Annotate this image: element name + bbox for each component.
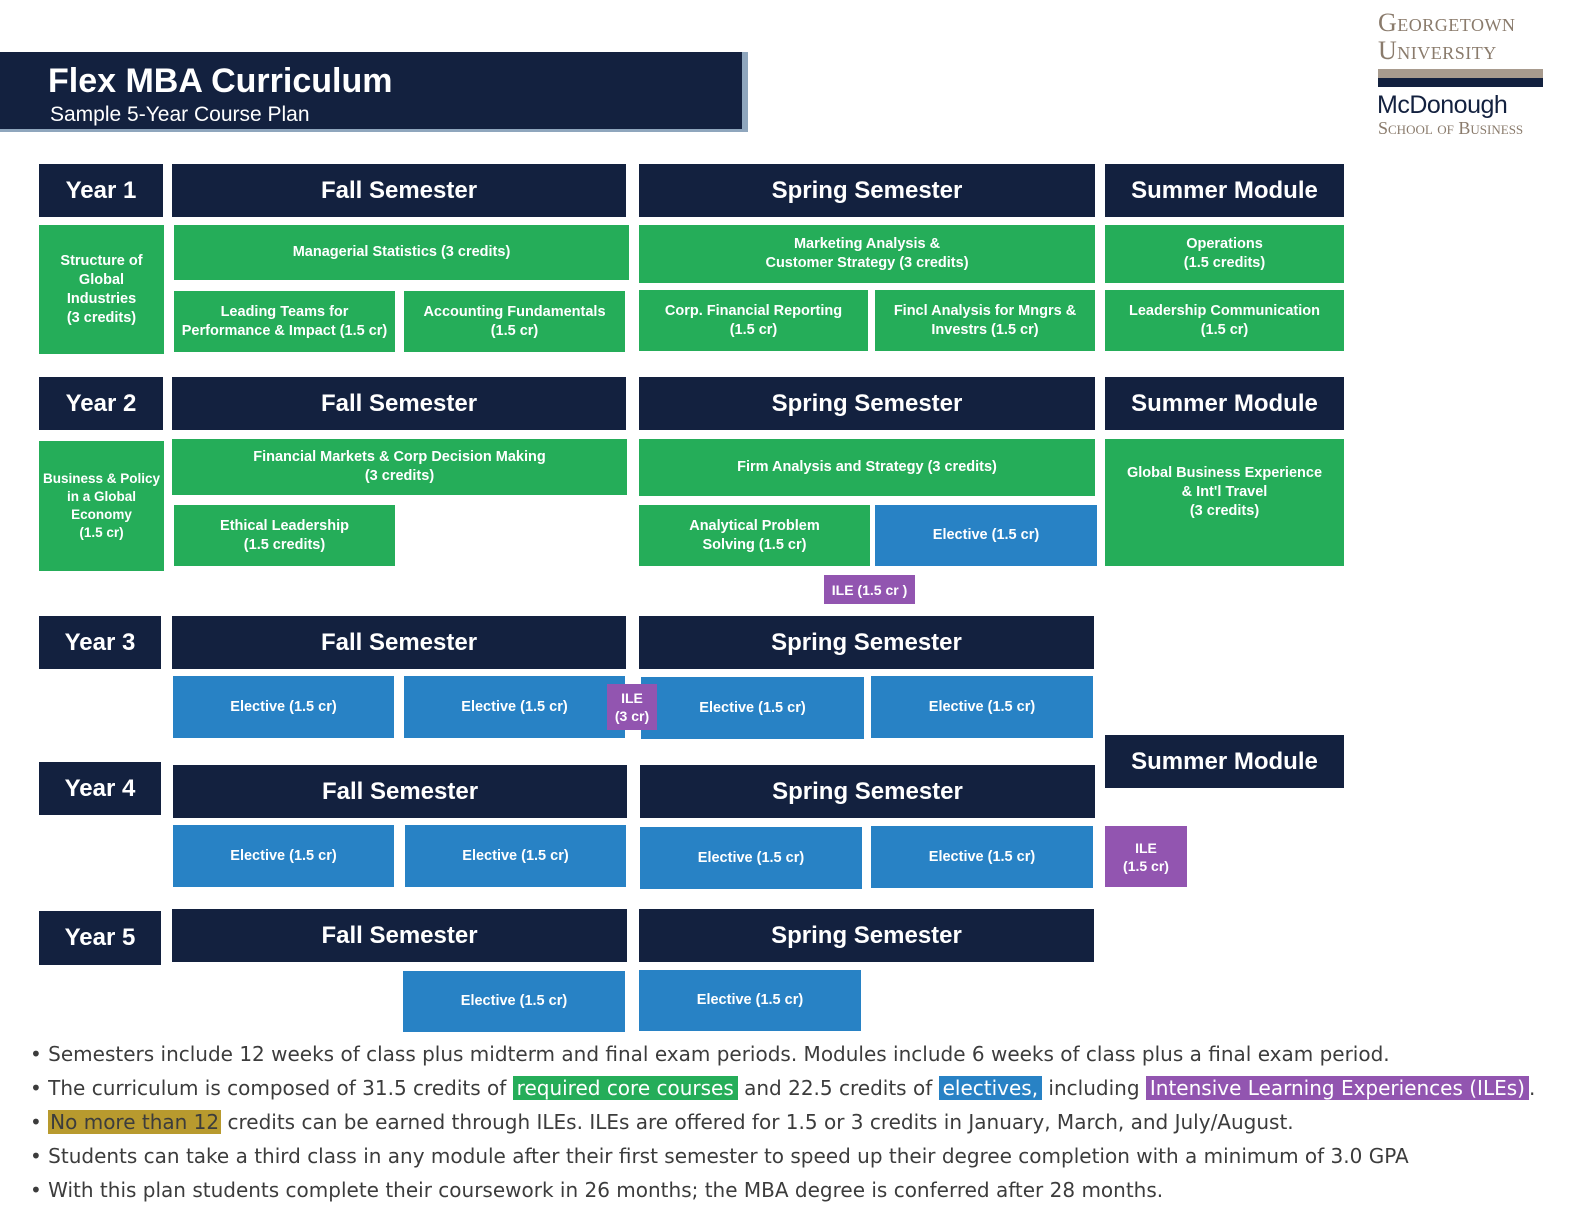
note-item: • The curriculum is composed of 31.5 cre…: [30, 1076, 1536, 1100]
course-structure-global-industries: Structure of Global Industries (3 credit…: [39, 225, 164, 354]
course-firm-analysis: Firm Analysis and Strategy (3 credits): [639, 439, 1095, 496]
course-leadership-communication: Leadership Communication (1.5 cr): [1105, 290, 1344, 351]
course-ile: ILE (1.5 cr ): [824, 575, 915, 604]
note-text: Semesters include 12 weeks of class plus…: [48, 1042, 1390, 1066]
year4-spring-header: Spring Semester: [640, 765, 1095, 818]
notes-list: • Semesters include 12 weeks of class pl…: [30, 1040, 1570, 1210]
note-text: including: [1042, 1076, 1146, 1100]
logo-school-name: McDonough: [1377, 91, 1508, 119]
year3-label: Year 3: [39, 616, 161, 669]
year3-fall-header: Fall Semester: [172, 616, 626, 669]
course-ile: ILE (1.5 cr): [1105, 826, 1187, 887]
course-elective: Elective (1.5 cr): [640, 827, 862, 889]
course-business-policy: Business & Policy in a Global Economy (1…: [39, 441, 164, 571]
year2-spring-header: Spring Semester: [639, 377, 1095, 430]
course-operations: Operations (1.5 credits): [1105, 225, 1344, 283]
page-subtitle: Sample 5-Year Course Plan: [50, 103, 310, 126]
year1-fall-header: Fall Semester: [172, 164, 626, 217]
course-analytical-problem-solving: Analytical Problem Solving (1.5 cr): [639, 505, 870, 566]
note-text: .: [1528, 1076, 1536, 1100]
course-marketing-analysis: Marketing Analysis & Customer Strategy (…: [639, 225, 1095, 283]
course-elective: Elective (1.5 cr): [173, 825, 394, 887]
course-elective: Elective (1.5 cr): [875, 505, 1097, 566]
note-text: With this plan students complete their c…: [48, 1178, 1164, 1202]
logo-school-line: School of Business: [1378, 118, 1524, 138]
year4-label: Year 4: [39, 762, 161, 815]
year5-spring-header: Spring Semester: [639, 909, 1094, 962]
note-text: Students can take a third class in any m…: [48, 1144, 1409, 1168]
logo-divider-navy: [1378, 78, 1543, 87]
year2-summer-header: Summer Module: [1105, 377, 1344, 430]
ile-highlight: Intensive Learning Experiences (ILEs): [1145, 1076, 1529, 1100]
course-global-business-experience: Global Business Experience & Int'l Trave…: [1105, 439, 1344, 566]
course-corp-financial-reporting: Corp. Financial Reporting (1.5 cr): [639, 290, 868, 351]
year5-label: Year 5: [39, 911, 161, 965]
note-text: credits can be earned through ILEs. ILEs…: [221, 1110, 1294, 1134]
course-accounting-fundamentals: Accounting Fundamentals (1.5 cr): [404, 291, 625, 352]
course-ethical-leadership: Ethical Leadership (1.5 credits): [174, 505, 395, 566]
course-fincl-analysis: Fincl Analysis for Mngrs & Investrs (1.5…: [875, 290, 1095, 351]
course-elective: Elective (1.5 cr): [871, 826, 1093, 888]
core-courses-highlight: required core courses: [512, 1076, 738, 1100]
page-title: Flex MBA Curriculum: [48, 62, 393, 100]
course-elective: Elective (1.5 cr): [639, 970, 861, 1031]
course-elective: Elective (1.5 cr): [405, 825, 626, 887]
note-item: • Semesters include 12 weeks of class pl…: [30, 1042, 1390, 1066]
course-leading-teams: Leading Teams for Performance & Impact (…: [174, 291, 395, 352]
course-elective: Elective (1.5 cr): [641, 677, 864, 739]
electives-highlight: electives,: [938, 1076, 1043, 1100]
year1-label: Year 1: [39, 164, 163, 217]
year2-fall-header: Fall Semester: [172, 377, 626, 430]
year5-fall-header: Fall Semester: [172, 909, 627, 962]
title-banner: [0, 52, 748, 132]
year3-spring-header: Spring Semester: [639, 616, 1094, 669]
course-financial-markets: Financial Markets & Corp Decision Making…: [172, 439, 627, 495]
year1-spring-header: Spring Semester: [639, 164, 1095, 217]
logo-university-line2: University: [1378, 36, 1497, 65]
note-text: and 22.5 credits of: [737, 1076, 939, 1100]
note-text: The curriculum is composed of 31.5 credi…: [48, 1076, 513, 1100]
course-elective: Elective (1.5 cr): [404, 676, 625, 738]
year1-summer-header: Summer Module: [1105, 164, 1344, 217]
course-elective: Elective (1.5 cr): [403, 971, 625, 1032]
year2-label: Year 2: [39, 377, 163, 430]
course-ile: ILE (3 cr): [607, 684, 657, 730]
year4-fall-header: Fall Semester: [173, 765, 627, 818]
note-item: • No more than 12 credits can be earned …: [30, 1110, 1294, 1134]
ile-limit-highlight: No more than 12: [48, 1110, 222, 1134]
note-item: • Students can take a third class in any…: [30, 1144, 1409, 1168]
logo-university-line1: Georgetown: [1378, 8, 1516, 37]
course-managerial-statistics: Managerial Statistics (3 credits): [174, 225, 629, 280]
course-elective: Elective (1.5 cr): [173, 676, 394, 738]
course-elective: Elective (1.5 cr): [871, 676, 1093, 738]
note-item: • With this plan students complete their…: [30, 1178, 1164, 1202]
logo-divider-tan: [1378, 69, 1543, 78]
year4-summer-header: Summer Module: [1105, 735, 1344, 788]
